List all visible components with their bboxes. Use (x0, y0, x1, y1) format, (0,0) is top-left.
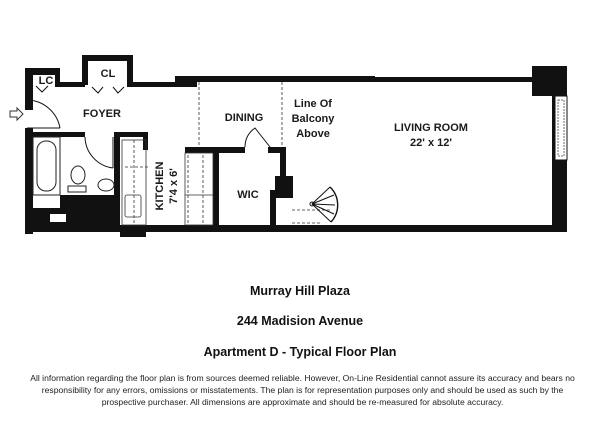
room-label-cl: CL (101, 68, 116, 80)
room-dim-living: 22' x 12' (410, 137, 452, 149)
room-dim-kitchen: 7'4 x 6' (168, 168, 180, 204)
bathtub-icon (32, 136, 61, 196)
balcony-line-3: Above (296, 128, 330, 140)
room-label-lc: LC (39, 75, 54, 87)
room-label-foyer: FOYER (83, 108, 121, 120)
room-label-living: LIVING ROOM (394, 122, 468, 134)
sink-icon (97, 178, 115, 192)
balcony-line-2: Balcony (292, 113, 336, 125)
window (554, 95, 568, 161)
walls (25, 55, 567, 237)
bath-window (50, 214, 66, 222)
address: 244 Madision Avenue (236, 314, 364, 328)
building-name: Murray Hill Plaza (249, 284, 351, 298)
room-label-wic: WIC (237, 189, 258, 201)
spiral-stair-icon (309, 186, 339, 223)
disclaimer: All information regarding the floor plan… (30, 373, 575, 407)
room-label-dining: DINING (225, 112, 264, 124)
entry-arrow-icon (9, 106, 24, 122)
unit-title: Apartment D - Typical Floor Plan (203, 345, 397, 359)
toilet-icon (67, 165, 87, 193)
room-label-kitchen: KITCHEN (154, 162, 166, 211)
kitchen-counter (121, 139, 214, 226)
floor-plan: LC CL FOYER DINING Line Of Balcony Above… (9, 55, 568, 237)
dashed-lines (125, 82, 330, 225)
doors (26, 85, 271, 169)
balcony-line-1: Line Of (294, 98, 332, 110)
